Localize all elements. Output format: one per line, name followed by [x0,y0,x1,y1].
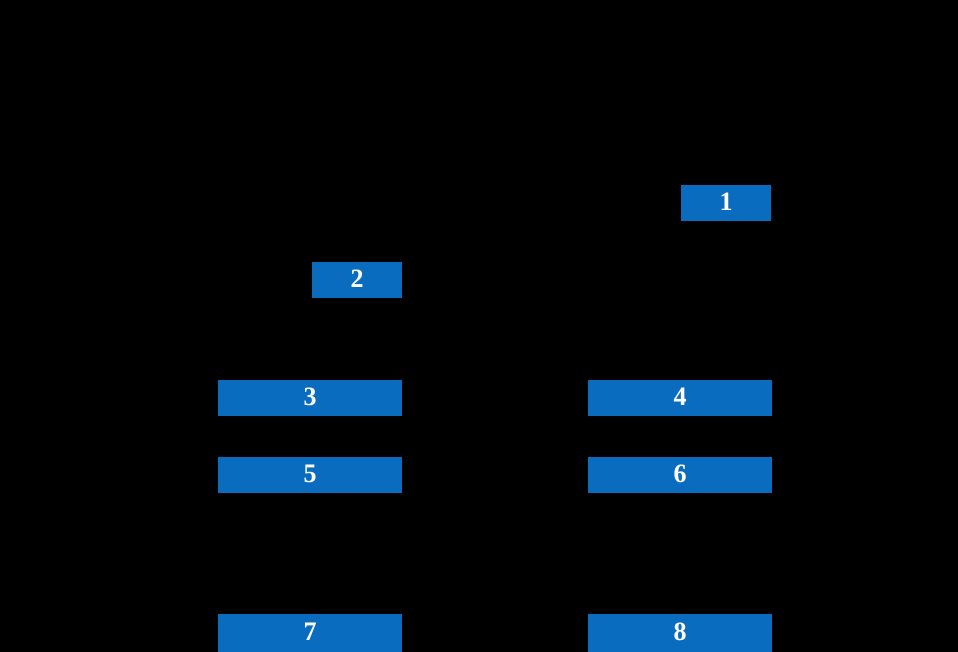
diagram-node-label: 3 [303,382,317,411]
diagram-node-1[interactable]: 1 [681,185,771,221]
diagram-node-label: 7 [303,617,317,646]
diagram-node-label: 2 [350,264,364,293]
diagram-node-5[interactable]: 5 [218,457,402,493]
diagram-node-6[interactable]: 6 [588,457,772,493]
diagram-node-label: 8 [673,617,687,646]
diagram-node-3[interactable]: 3 [218,380,402,416]
diagram-node-label: 1 [719,187,733,216]
diagram-node-8[interactable]: 8 [588,614,772,652]
diagram-node-label: 6 [673,459,687,488]
diagram-node-label: 4 [673,382,687,411]
diagram-node-7[interactable]: 7 [218,614,402,652]
diagram-node-2[interactable]: 2 [312,262,402,298]
diagram-node-4[interactable]: 4 [588,380,772,416]
diagram-node-label: 5 [303,459,317,488]
